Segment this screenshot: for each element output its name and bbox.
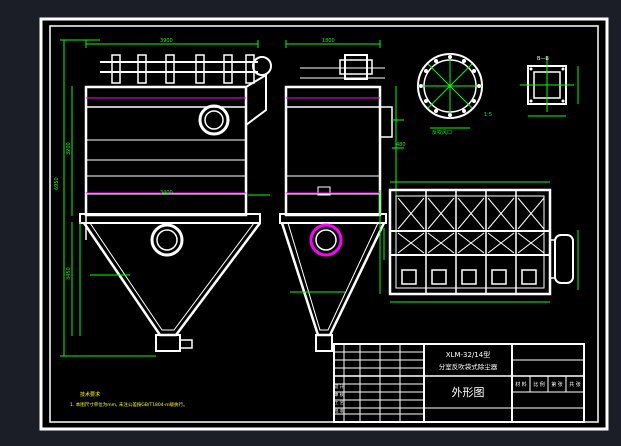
- scale-label: 比 例: [533, 381, 545, 388]
- side-dim-text: 1800 480: [322, 38, 406, 148]
- role-review: 审 核: [334, 391, 343, 397]
- sheet-inner-frame: [49, 25, 599, 423]
- model-description: 分室反吹袋式除尘器: [439, 362, 498, 371]
- dim-side-offset: 480: [396, 142, 406, 148]
- square-detail: [520, 58, 579, 117]
- front-view: [79, 54, 272, 352]
- count-label: 共 张: [569, 381, 581, 388]
- dim-upper-height: 3200: [66, 142, 72, 155]
- side-dimensions: [285, 40, 404, 293]
- flange-scale: 1:5: [484, 112, 492, 118]
- side-inlet-port: [309, 223, 343, 257]
- front-dim-text: 6950 3200 3450 3400 3900: [54, 38, 173, 280]
- role-design: 设 计: [334, 383, 343, 389]
- plan-dimensions: [379, 181, 579, 303]
- flange-label: 反吹风口: [432, 129, 452, 136]
- front-dimensions: [60, 39, 270, 357]
- drawing-title: 外形图: [452, 386, 485, 399]
- side-axis-lines: [286, 97, 380, 194]
- notes-line-1: 1. 本图尺寸单位为mm, 未注公差按GB/T1804-m级执行。: [70, 401, 188, 408]
- dim-side-width: 1800: [322, 38, 335, 44]
- notes-heading: 技术要求: [80, 391, 100, 398]
- dim-front-width: 3400: [160, 190, 173, 196]
- dim-lower-height: 3450: [66, 267, 72, 280]
- sheet-label: 第 张: [551, 381, 563, 388]
- role-process: 工 艺: [334, 400, 343, 405]
- front-axis-lines: [86, 97, 246, 194]
- flange-detail: [417, 53, 483, 129]
- section-b-label: B—B: [537, 56, 549, 62]
- role-approve: 批 准: [334, 407, 343, 413]
- side-inlet-port-inner: [315, 229, 337, 251]
- title-block: [333, 343, 585, 423]
- side-view: [279, 54, 393, 352]
- technical-notes: 技术要求 1. 本图尺寸单位为mm, 未注公差按GB/T1804-m级执行。: [70, 391, 188, 408]
- dim-top: 3900: [160, 38, 173, 44]
- dim-total-height: 6950: [54, 177, 60, 190]
- plan-view: [388, 188, 574, 296]
- model-name: XLM-32/14型: [446, 350, 490, 359]
- material-label: 材 料: [515, 381, 527, 388]
- title-block-text: XLM-32/14型 分室反吹袋式除尘器 外形图 材 料 比 例 第 张 共 张…: [334, 350, 580, 413]
